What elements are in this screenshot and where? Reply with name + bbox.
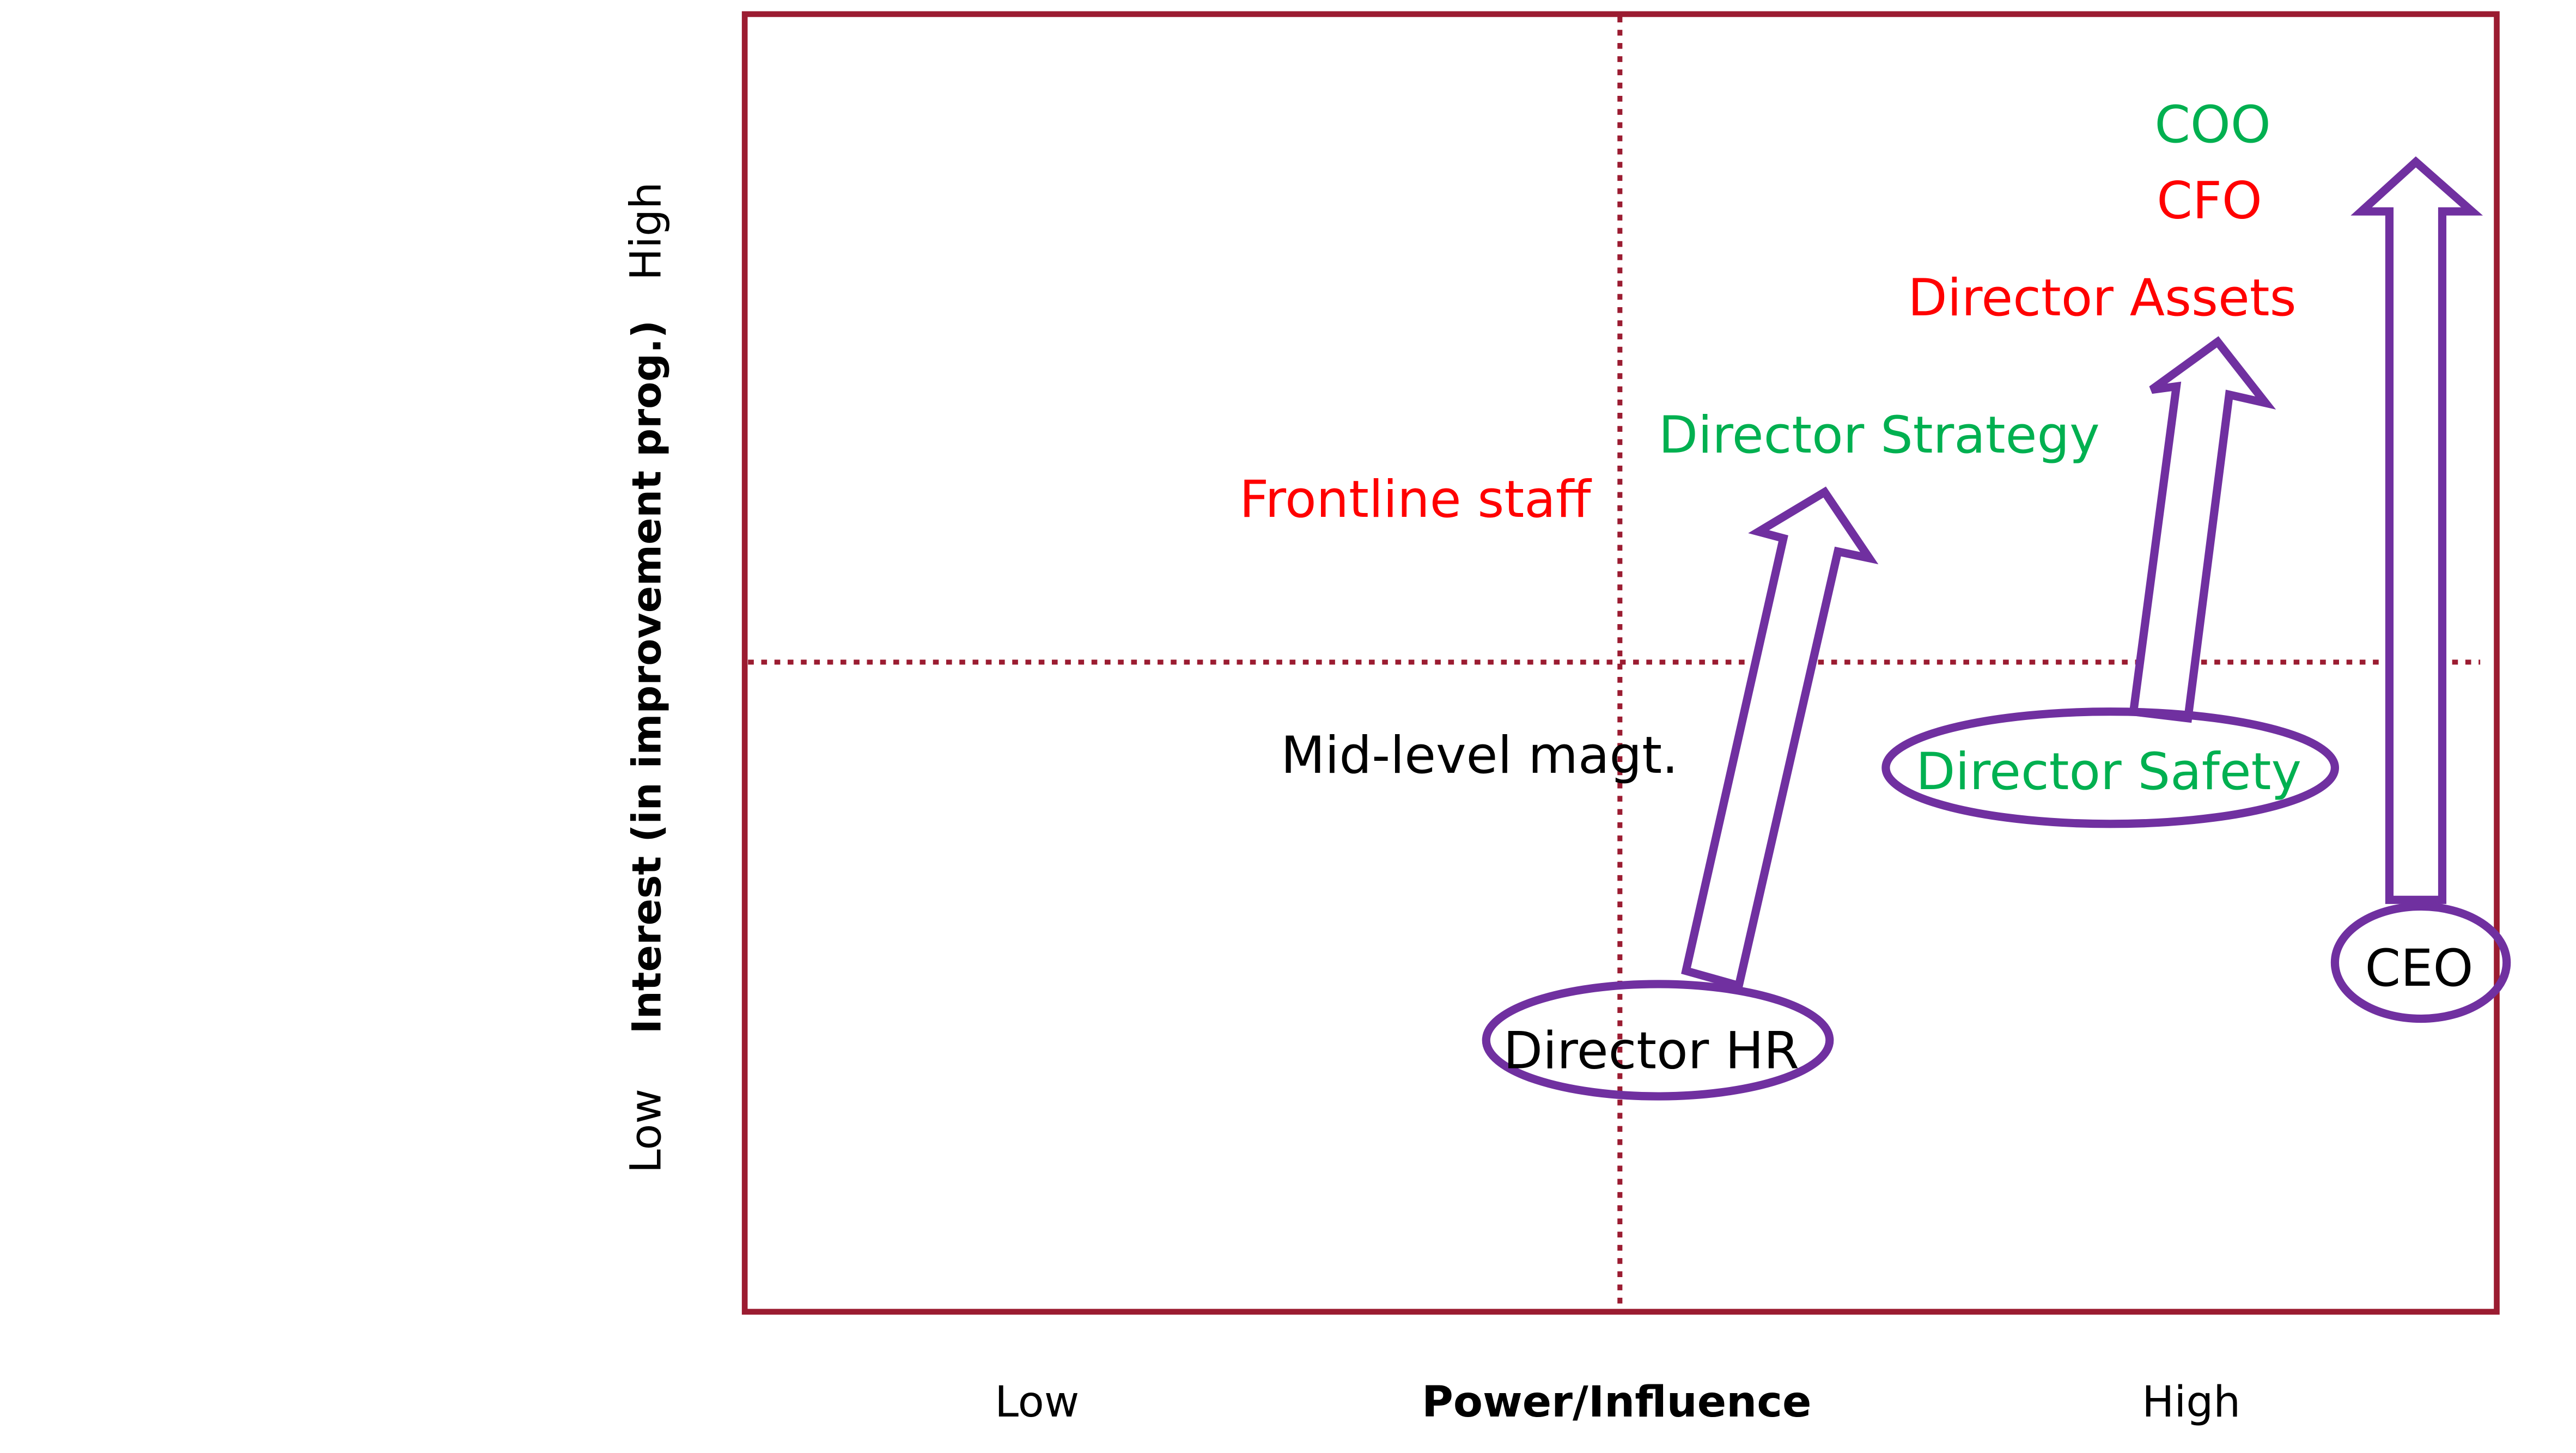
director-hr-ellipse [1482,980,1834,1101]
label-director-assets: Director Assets [1908,268,2296,328]
director-safety-arrow [2129,336,2276,723]
x-axis-title: Power/Influence [1422,1377,1811,1427]
director-safety-ellipse [1881,707,2339,828]
ceo-ellipse [2330,902,2511,1023]
grid-frame [741,11,2500,1315]
y-axis-title: Interest (in improvement prog.) [624,320,671,1034]
director-hr-arrow [1681,486,1879,991]
x-axis-high: High [2142,1377,2240,1427]
label-ceo: CEO [2365,939,2474,998]
ceo-arrow [2350,156,2483,904]
label-director-hr: Director HR [1503,1022,1799,1081]
y-axis-low: Low [621,1089,671,1173]
label-mid-level: Mid-level magt. [1281,726,1678,785]
x-axis-low: Low [995,1377,1079,1427]
y-axis-high: High [621,182,671,280]
label-director-safety: Director Safety [1916,742,2301,802]
label-frontline-staff: Frontline staff [1239,470,1592,529]
label-coo: COO [2154,95,2271,155]
label-director-strategy: Director Strategy [1659,406,2100,465]
label-cfo: CFO [2157,171,2262,230]
